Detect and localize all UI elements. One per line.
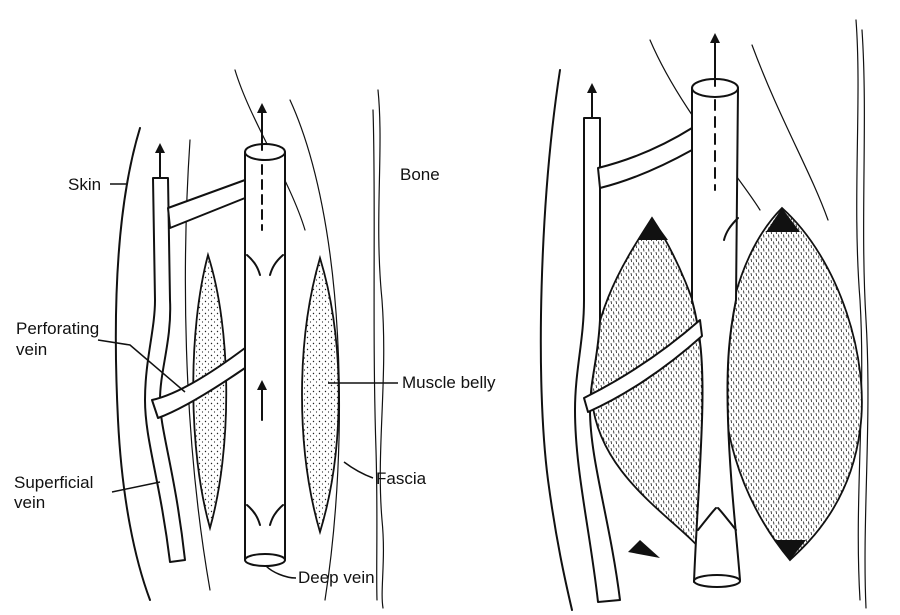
label-skin: Skin [68,175,101,194]
label-fascia: Fascia [376,469,427,488]
label-muscle-belly: Muscle belly [402,373,496,392]
superficial-vein-left [144,177,186,563]
tendon-tip-r1-bottom [628,540,660,558]
valve-deep-lower-right [697,507,737,531]
communicating-vein-top-right [597,127,693,189]
leader-fascia [343,461,374,479]
label-perforating-line1: Perforating [16,319,99,338]
leader-superficial-vein [111,481,161,493]
deep-vein-left [244,151,286,561]
fascia-line-right [289,99,340,601]
leader-deep-vein [265,565,297,579]
skin-line-left [114,127,151,601]
label-deep-vein: Deep vein [298,568,375,587]
communicating-vein-top-left [167,179,246,229]
right-panel-contracted [539,19,869,611]
valve-deep-upper-right [723,217,739,241]
tendon-tip-r2-bottom [774,540,806,560]
perforating-vein-right [583,319,703,413]
bone-line-right-b [861,29,869,609]
valve-deep-upper-left [246,254,284,276]
fascia-line-left [184,139,211,591]
superficial-vein-right [574,117,621,603]
fascia-curve-right-side [751,44,829,221]
left-panel-relaxed: Skin Bone Perforating vein Muscle belly … [14,69,496,609]
muscle-belly-left-2 [301,254,340,536]
bone-line-inner [372,109,378,601]
deep-vein-bottom-right [693,574,741,588]
bone-line [377,89,385,609]
tendon-tip-r1-top [638,218,668,240]
label-superficial-line2: vein [14,493,45,512]
deep-vein-top-opening-left [244,143,286,161]
label-superficial-line1: Superficial [14,473,93,492]
label-perforating-line2: vein [16,340,47,359]
label-bone: Bone [400,165,440,184]
bone-line-right-a [855,19,863,601]
tendon-tip-r2-top [766,208,800,232]
valve-deep-lower-left [246,504,284,526]
deep-vein-bottom-left [244,553,286,567]
leader-perforating-vein [97,339,186,393]
muscle-belly-right-2 [722,206,863,562]
skin-line-right [539,69,573,611]
